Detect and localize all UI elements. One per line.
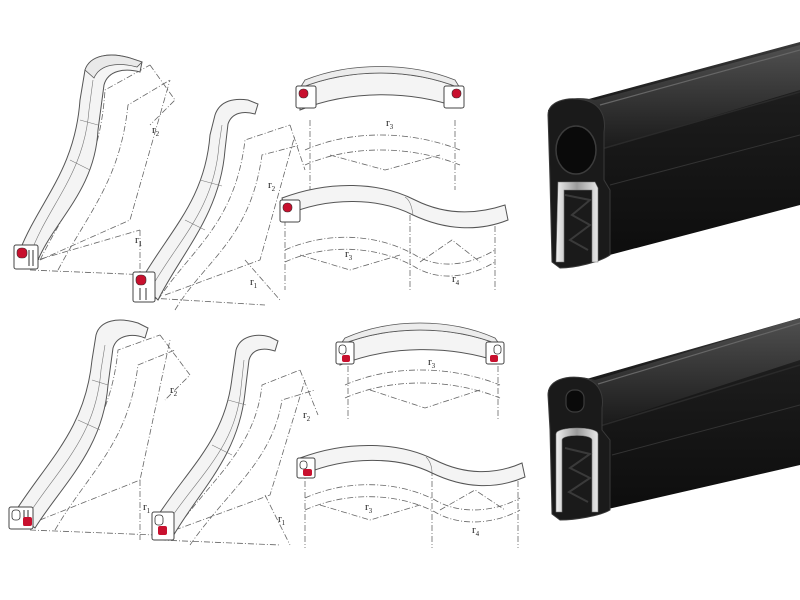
metal-clip	[555, 427, 599, 513]
photo-edge-trim-top	[547, 42, 800, 269]
bulb-hollow	[555, 125, 597, 175]
label-r3-arc-bottom: r3	[428, 356, 436, 370]
arc-horizontal-top: r3	[295, 66, 465, 190]
profile-strip	[14, 319, 149, 529]
profile-strip	[281, 185, 509, 229]
arc-horizontal-bottom: r3	[335, 322, 505, 420]
label-r1-bend2-bottom: r1	[278, 513, 286, 527]
label-r2-bend1-top: r2	[152, 124, 160, 138]
bulb-slot	[565, 389, 585, 413]
profile-end-cap-right	[485, 341, 505, 365]
profile-end-cap	[132, 271, 156, 303]
profile-end-cap	[295, 85, 317, 109]
label-r4-scurve-top: r4	[452, 273, 460, 287]
metal-clip	[555, 181, 599, 263]
profile-strip	[154, 334, 279, 539]
profile-end-cap-right	[443, 85, 465, 109]
label-r1-bend1-top: r1	[135, 234, 143, 248]
label-r3-arc-top: r3	[386, 117, 394, 131]
label-r3-scurve-top: r3	[345, 248, 353, 262]
bend-vertical-1-top: r2 r1	[13, 54, 176, 280]
profile-end-cap	[151, 511, 175, 541]
profile-end-cap	[279, 199, 301, 223]
profile-strip-top	[84, 54, 143, 79]
profile-strip	[299, 445, 526, 487]
bend-vertical-2-bottom: r2 r1	[151, 334, 319, 546]
dash-construction	[19, 64, 176, 280]
label-r3-scurve-bottom: r3	[365, 501, 373, 515]
bend-vertical-2-top: r2 r1	[132, 98, 306, 311]
profile-end-cap	[335, 341, 355, 365]
label-r2-bend1-bottom: r2	[170, 384, 178, 398]
profile-end-cap	[8, 506, 34, 530]
s-curve-bottom: r3 r4	[296, 445, 526, 548]
label-r1-bend1-bottom: r1	[143, 501, 151, 515]
profile-end-cap	[13, 244, 39, 270]
label-r2-bend2-top: r2	[268, 179, 276, 193]
profile-strip	[139, 98, 259, 301]
s-curve-top: r3 r4	[279, 185, 509, 290]
profile-end-cap	[296, 457, 316, 479]
label-r1-bend2-top: r1	[250, 276, 258, 290]
photo-edge-trim-bottom	[547, 318, 800, 521]
label-r4-scurve-bottom: r4	[472, 524, 480, 538]
bend-vertical-1-bottom: r2 r1	[8, 319, 191, 540]
label-r2-bend2-bottom: r2	[303, 409, 311, 423]
